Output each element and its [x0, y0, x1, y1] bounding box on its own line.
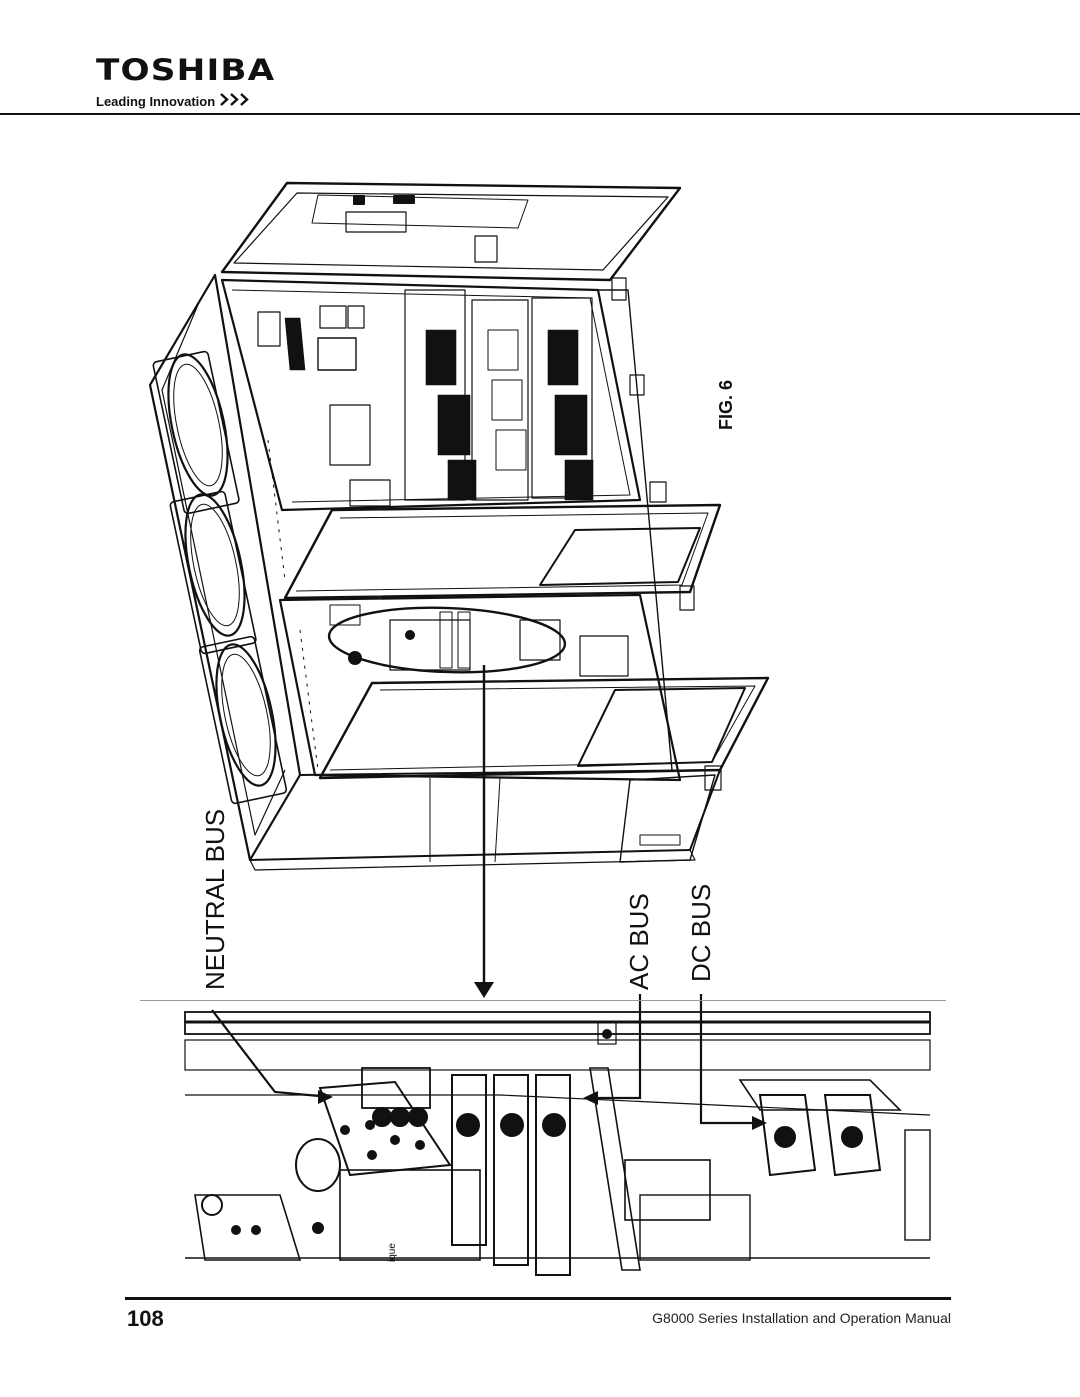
bottom-open-door [318, 676, 770, 780]
top-open-door [220, 181, 682, 282]
fan-panel [148, 273, 302, 862]
dc-bus-label: DC BUS [686, 883, 716, 982]
neutral-bus-label: NEUTRAL BUS [200, 808, 230, 990]
page-number: 108 [127, 1306, 164, 1331]
callout-leaders [211, 994, 767, 1130]
middle-open-door [283, 503, 722, 600]
toshiba-logo: TOSHIBA Leading Innovation [96, 56, 316, 109]
figure-label: FIG. 6 [716, 379, 736, 430]
header-rule [0, 113, 1080, 115]
cabinet-base [429, 774, 716, 863]
bus-detail-inset [184, 1011, 931, 1276]
brand-tagline: Leading Innovation [96, 93, 316, 109]
tagline-text: Leading Innovation [96, 93, 216, 109]
ac-bus-label: AC BUS [624, 893, 654, 990]
figure-divider [140, 1000, 946, 1001]
triple-chevron-right-icon [219, 93, 253, 109]
cabinet-frame [220, 277, 722, 871]
footer-rule [125, 1297, 951, 1300]
bus-bay [299, 604, 629, 771]
power-module-bay [257, 289, 594, 581]
inset-part-text: ique [387, 1243, 398, 1262]
manual-title: G8000 Series Installation and Operation … [652, 1310, 951, 1326]
detail-pointer-arrow [474, 665, 494, 998]
brand-wordmark: TOSHIBA [96, 53, 276, 87]
